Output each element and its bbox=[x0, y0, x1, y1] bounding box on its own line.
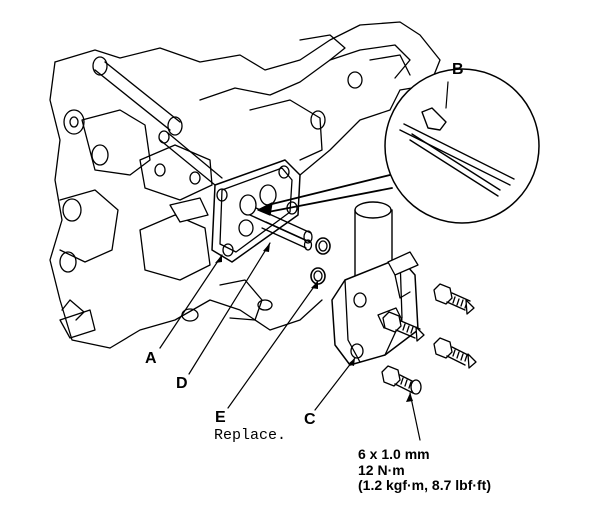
torque-value-nm: 12 N·m bbox=[358, 461, 405, 478]
callout-b: B bbox=[452, 61, 464, 78]
bolt-2 bbox=[382, 311, 425, 342]
solenoid-valve-c bbox=[331, 201, 419, 366]
leader-arrowheads bbox=[215, 243, 413, 402]
detail-circle-b bbox=[384, 68, 540, 224]
torque-bolt-size: 6 x 1.0 mm bbox=[358, 446, 430, 462]
casting-pipe bbox=[92, 56, 223, 186]
o-rings-e bbox=[310, 237, 331, 285]
callout-a: A bbox=[145, 350, 157, 367]
dowel-tubes-d bbox=[249, 207, 313, 251]
callout-d: D bbox=[176, 375, 188, 392]
detail-leader bbox=[257, 174, 393, 216]
callout-e: E bbox=[215, 409, 226, 426]
bolt-3 bbox=[433, 337, 477, 369]
callout-c: C bbox=[304, 411, 316, 428]
torque-spec: 6 x 1.0 mm 12 N·m (1.2 kgf·m, 8.7 lbf·ft… bbox=[358, 446, 492, 494]
callout-leaders bbox=[159, 81, 449, 441]
mounting-pad bbox=[139, 144, 213, 201]
engine-casting bbox=[49, 21, 441, 349]
bolt-1 bbox=[433, 283, 475, 315]
torque-value-alt: (1.2 kgf·m, 8.7 lbf·ft) bbox=[358, 477, 492, 494]
gasket-a bbox=[211, 159, 301, 263]
bolt-4 bbox=[381, 365, 422, 395]
replace-note: Replace. bbox=[214, 427, 287, 444]
